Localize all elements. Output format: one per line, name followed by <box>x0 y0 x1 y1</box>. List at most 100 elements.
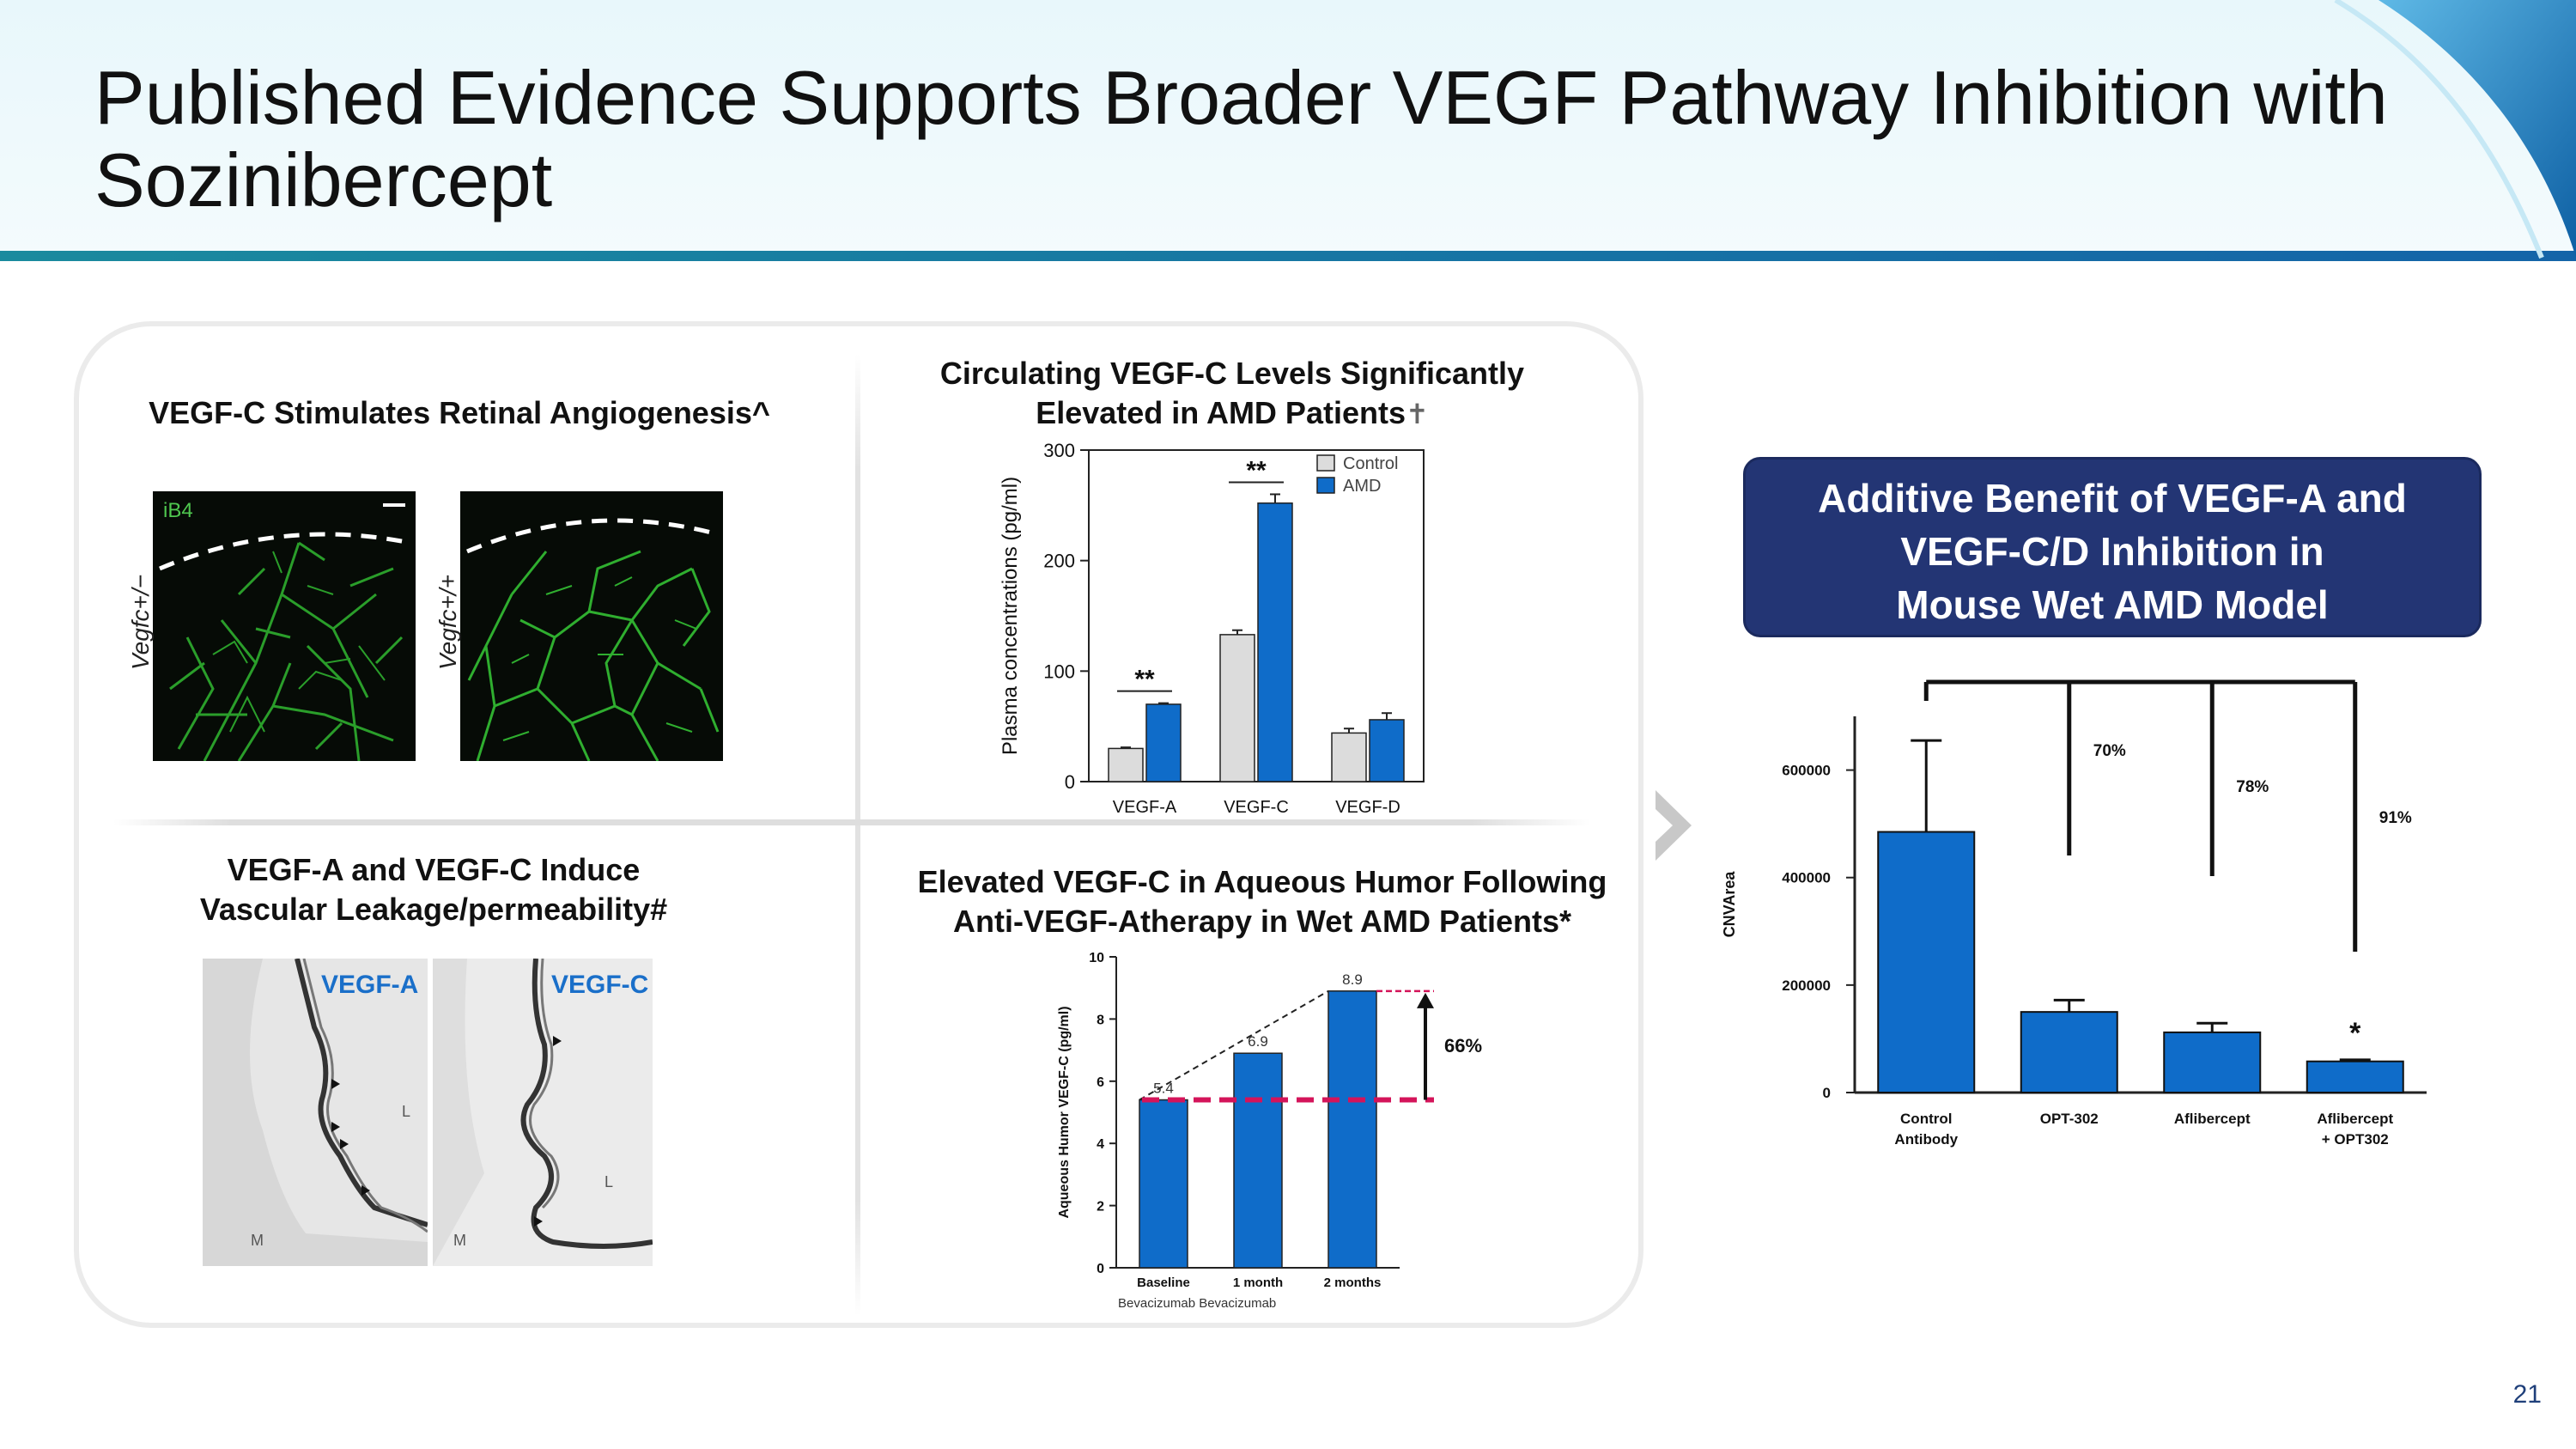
aqueous-ytick-label: 0 <box>1097 1262 1104 1276</box>
retina-image-left: iB4 <box>153 491 416 761</box>
plasma-category-label: VEGF-C <box>1224 798 1289 817</box>
plasma-bar-control <box>1108 747 1144 782</box>
aqueous-increase-label: 66% <box>1444 1035 1482 1056</box>
plasma-bar-amd <box>1257 502 1293 782</box>
cnv-category-label: Antibody <box>1894 1131 1958 1148</box>
tem-vegfc-texture <box>433 959 653 1266</box>
tem-marker-m-c: M <box>453 1232 466 1249</box>
header-swoosh <box>0 0 2576 261</box>
cnv-bar <box>2163 1031 2262 1094</box>
aqueous-title-line1: Elevated VEGF-C in Aqueous Humor Followi… <box>917 864 1607 899</box>
aqueous-bar <box>1139 1099 1188 1269</box>
cnv-category-label: Aflibercept <box>2317 1111 2393 1127</box>
aqueous-ytick-label: 8 <box>1097 1013 1104 1027</box>
slide-title: Published Evidence Supports Broader VEGF… <box>94 55 2388 222</box>
plasma-ytick-label: 0 <box>1065 771 1075 793</box>
cnv-chart: 0 200000 400000 600000CNVAreaControlAntibod… <box>1721 679 2427 1148</box>
aqueous-category-label: Baseline <box>1137 1275 1190 1290</box>
page-number: 21 <box>2512 1380 2542 1409</box>
plasma-legend-swatch <box>1316 454 1335 472</box>
genotype-label-right: Vegfc+/+ <box>434 574 461 670</box>
aqueous-ylabel: Aqueous Humor VEGF-C (pg/ml) <box>1057 1006 1072 1218</box>
aqueous-ytick-label: 4 <box>1097 1137 1104 1152</box>
callout-line1: Additive Benefit of VEGF-A and <box>1818 476 2407 521</box>
cnv-ytick-label: 200000 <box>1782 977 1831 994</box>
plasma-category-label: VEGF-D <box>1335 798 1400 817</box>
tem-image-vegfc: VEGF-C L M <box>433 959 653 1266</box>
cnv-ylabel: CNVArea <box>1721 871 1738 938</box>
plasma-panel-title-line1: Circulating VEGF-C Levels Significantly <box>939 356 1525 391</box>
plasma-panel-title-line2: Elevated in AMD Patients✝ <box>893 393 1571 434</box>
cnv-category-label: + OPT302 <box>2322 1131 2389 1148</box>
additive-benefit-callout: Additive Benefit of VEGF-A and VEGF-C/D … <box>1743 457 2482 637</box>
aqueous-ytick-label: 6 <box>1097 1075 1104 1090</box>
retina-image-right <box>460 491 723 761</box>
plasma-legend-label: AMD <box>1343 477 1381 496</box>
plasma-title-text: Elevated in AMD Patients <box>1036 395 1406 430</box>
tem-label-vegfa: VEGF-A <box>321 971 419 999</box>
panel-horizontal-divider <box>113 819 1590 825</box>
cnv-bar <box>2306 1060 2404 1093</box>
aqueous-category-label: 1 month <box>1233 1275 1283 1290</box>
tem-marker-l-c: L <box>605 1173 614 1190</box>
cnv-category-label: Control <box>1900 1111 1952 1127</box>
cnv-reduction-label: 78% <box>2236 778 2269 796</box>
aqueous-value-label: 5.4 <box>1153 1081 1174 1097</box>
plasma-legend-swatch <box>1316 477 1335 494</box>
tem-image-vegfa: VEGF-A L M <box>203 959 428 1266</box>
aqueous-bar <box>1327 990 1377 1269</box>
plasma-significance-label: ** <box>1134 666 1155 694</box>
aqueous-value-label: 8.9 <box>1342 971 1363 988</box>
header-corner-swoosh <box>2379 0 2576 258</box>
dagger-symbol: ✝ <box>1405 399 1429 429</box>
tem-vegfa-texture <box>203 959 428 1266</box>
plasma-bar-control <box>1331 732 1367 782</box>
aqueous-bar <box>1233 1052 1283 1269</box>
plasma-ytick-label: 200 <box>1043 551 1075 572</box>
tem-marker-m-a: M <box>251 1232 264 1249</box>
cnv-ytick-label: 0 <box>1823 1085 1831 1101</box>
panel-vertical-divider <box>855 354 860 1316</box>
tem-label-vegfc: VEGF-C <box>551 971 649 999</box>
leakage-title-line2: Vascular Leakage/permeability# <box>199 892 668 927</box>
chevron-right-icon <box>1656 790 1692 861</box>
plasma-category-label: VEGF-A <box>1113 798 1177 817</box>
slide-header <box>0 0 2576 258</box>
plasma-legend-label: Control <box>1343 454 1398 473</box>
cnv-ytick-label: 400000 <box>1782 870 1831 886</box>
plasma-bar-amd <box>1145 703 1182 782</box>
aqueous-trend-line <box>1139 989 1329 1101</box>
retina-vessel-network-left: iB4 <box>159 499 411 761</box>
scale-bar <box>383 503 405 507</box>
callout-line2: VEGF-C/D Inhibition in <box>1900 529 2324 574</box>
aqueous-increase-arrow-head <box>1417 992 1434 1008</box>
plasma-bar-amd <box>1369 719 1405 782</box>
aqueous-value-label: 6.9 <box>1248 1033 1268 1050</box>
plasma-significance-label: ** <box>1246 456 1267 484</box>
plasma-ylabel: Plasma concentrations (pg/ml) <box>999 477 1022 755</box>
retina-panel-title: VEGF-C Stimulates Retinal Angiogenesis^ <box>149 395 770 430</box>
aqueous-category-label: 2 months <box>1324 1275 1382 1290</box>
cnv-ytick-label: 600000 <box>1782 763 1831 779</box>
header-band <box>0 251 2576 261</box>
cnv-category-label: Aflibercept <box>2174 1111 2251 1127</box>
tem-marker-l-a: L <box>402 1103 411 1120</box>
cnv-bar <box>2020 1011 2118 1093</box>
plasma-ytick-label: 300 <box>1043 440 1075 461</box>
callout-line3: Mouse Wet AMD Model <box>1896 582 2329 627</box>
plasma-ytick-label: 100 <box>1043 661 1075 682</box>
aqueous-ytick-label: 10 <box>1089 951 1104 965</box>
aqueous-treatment-sublabel: Bevacizumab Bevacizumab <box>1118 1296 1276 1311</box>
plasma-plot-frame <box>1088 449 1425 782</box>
stain-label: iB4 <box>163 499 193 522</box>
genotype-label-left: Vegfc+/− <box>127 574 154 670</box>
cnv-category-label: OPT-302 <box>2040 1111 2099 1127</box>
plasma-bar-control <box>1219 634 1255 782</box>
cnv-bar <box>1877 831 1976 1093</box>
cnv-significance-label: * <box>2349 1017 2361 1050</box>
cnv-reduction-label: 70% <box>2093 742 2126 760</box>
leakage-title-line1: VEGF-A and VEGF-C Induce <box>227 852 641 887</box>
retina-vessel-network-right <box>466 518 720 761</box>
aqueous-title-line2: Anti-VEGF-Atherapy in Wet AMD Patients* <box>952 904 1572 939</box>
